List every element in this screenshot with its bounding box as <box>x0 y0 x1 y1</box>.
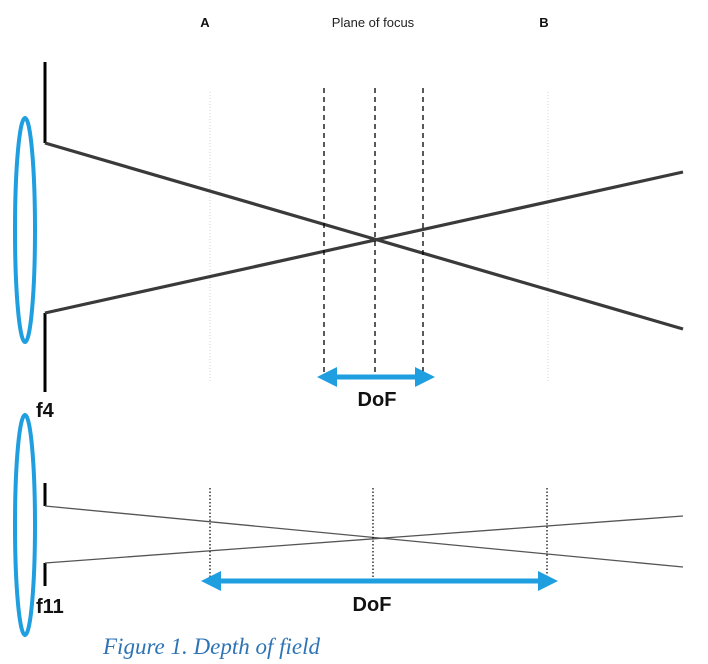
lens-ellipse-bottom <box>13 413 37 637</box>
label-b: B <box>539 15 548 30</box>
bottom-diagram: DoF f11 <box>13 413 684 637</box>
light-ray-ascending <box>44 170 684 315</box>
light-ray-ascending-f11 <box>44 515 684 564</box>
figure-caption: Figure 1. Depth of field <box>102 634 320 659</box>
plane-of-focus-label: Plane of focus <box>332 15 415 30</box>
dof-label-top: DoF <box>358 389 397 411</box>
label-a: A <box>200 15 210 30</box>
light-ray-descending-f11 <box>44 505 684 568</box>
lens-ellipse-top <box>13 116 37 344</box>
light-ray-descending <box>44 141 684 331</box>
aperture-label-f4: f4 <box>36 400 55 422</box>
aperture-label-f11: f11 <box>36 596 64 618</box>
top-diagram: DoF f4 <box>13 62 684 422</box>
dof-label-bottom: DoF <box>353 594 392 616</box>
